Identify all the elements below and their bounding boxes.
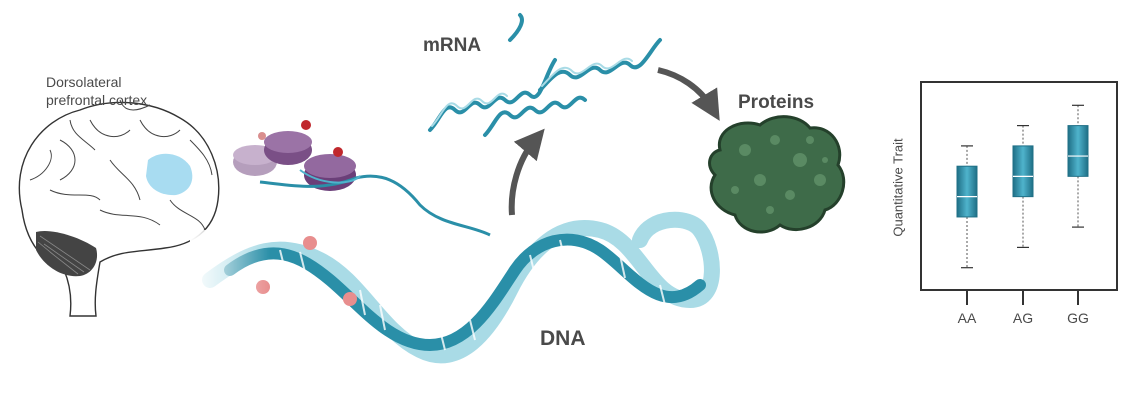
brain-region-label: Dorsolateral prefrontal cortex (46, 73, 147, 109)
box-body (1012, 145, 1034, 198)
histone-2 (264, 120, 312, 165)
dna-to-mrna-arrow (508, 128, 545, 216)
box-body (956, 165, 978, 218)
box-body (1067, 125, 1089, 177)
box-gg (1067, 104, 1089, 228)
mrna-strands (428, 13, 662, 137)
x-tick-label: AA (957, 310, 977, 326)
boxplot-chart (920, 81, 1118, 305)
mrna-strands-light (431, 57, 633, 127)
x-tick-label: AG (1012, 310, 1034, 326)
protein-blob (708, 115, 846, 234)
y-axis-label: Quantitative Trait (890, 138, 906, 237)
methyl-mark (343, 292, 357, 306)
mrna-to-protein-arrow (657, 67, 720, 121)
brain-illustration (18, 99, 220, 317)
dlpfc-highlight (146, 153, 193, 196)
linker-dna (259, 174, 491, 237)
brain-label-line2: prefrontal cortex (46, 92, 148, 108)
chromatin-illustration (233, 120, 491, 237)
brain-outline (18, 101, 220, 317)
box-layer (956, 104, 1089, 269)
mrna-label: mRNA (423, 35, 482, 56)
box-ag (1012, 124, 1034, 248)
x-tick-label: GG (1067, 310, 1089, 326)
brain-label-line1: Dorsolateral (46, 74, 122, 90)
box-aa (956, 145, 978, 269)
tick-layer (966, 290, 1079, 305)
dna-helix (190, 211, 720, 364)
dna-label: DNA (540, 327, 586, 350)
methyl-mark (303, 236, 317, 250)
proteins-label: Proteins (738, 92, 815, 113)
